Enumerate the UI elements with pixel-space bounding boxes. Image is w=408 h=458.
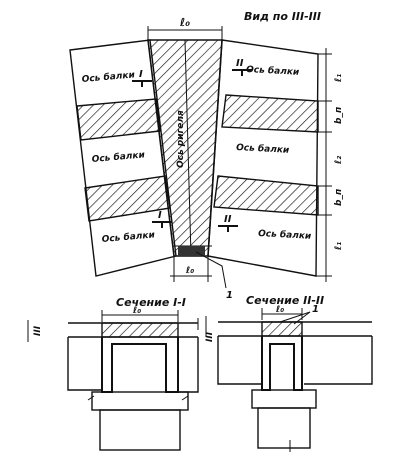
- section-2-right-beam: [304, 336, 373, 385]
- section-2-column-head: [261, 336, 303, 391]
- joint-centerline: [184, 39, 192, 257]
- leader-1-label: 1: [226, 290, 233, 301]
- section-2-column: [257, 407, 311, 449]
- section-2-corbel: [251, 389, 317, 409]
- section-1: Сечение I-I ℓ₀ III III: [27, 296, 215, 451]
- svg-text:II: II: [224, 214, 232, 225]
- section-1-mark-right: III: [205, 331, 215, 342]
- section-2-joint-fill: [261, 321, 303, 337]
- beam-axis-left-1: Ось балки: [81, 69, 136, 85]
- section-2-dimension: ℓ₀: [275, 305, 284, 315]
- leader-1-line: [195, 251, 227, 289]
- beam-axis-left-2: Ось балки: [91, 149, 146, 165]
- svg-text:I: I: [139, 69, 143, 80]
- bottom-dimension-label: ℓ₀: [185, 266, 194, 276]
- section-marker-right-top: II: [232, 58, 252, 76]
- section-marker-left-bottom: I: [152, 210, 172, 228]
- dim-bp-upper: b_п: [334, 107, 344, 124]
- svg-text:I: I: [158, 210, 162, 221]
- beam-axis-right-1: Ось балки: [246, 64, 300, 78]
- section-1-column: [99, 409, 181, 451]
- beam-axis-right-2: Ось балки: [236, 142, 290, 156]
- beam-axis-left-3: Ось балки: [101, 229, 156, 245]
- joint-bottom-fill: [178, 246, 205, 256]
- beam-axis-right-3: Ось балки: [258, 228, 312, 242]
- section-marker-right-bottom: II: [218, 214, 238, 232]
- section-2-title: Сечение II-II: [246, 294, 324, 307]
- svg-text:II: II: [236, 58, 244, 69]
- section-1-mark-left: III: [33, 325, 43, 336]
- view-title: Вид по III-III: [244, 10, 321, 23]
- section-1-right-beam: [178, 337, 199, 393]
- top-view: ℓ₀ Вид по III-III ℓ₁ b_п ℓ₂ b_п ℓ₁ Ось б…: [69, 10, 344, 301]
- section-2-leader: 1: [312, 304, 319, 315]
- left-rib-upper: [76, 98, 161, 141]
- section-1-title: Сечение I-I: [116, 296, 186, 309]
- section-1-joint-fill: [101, 322, 179, 338]
- dim-bp-lower: b_п: [334, 189, 344, 206]
- dim-l1-top: ℓ₁: [334, 74, 344, 83]
- dim-l1-bottom: ℓ₁: [334, 242, 344, 251]
- right-rib-upper: [221, 94, 319, 133]
- left-rib-lower: [84, 175, 171, 222]
- section-2: Сечение II-II ℓ₀ 1: [205, 294, 373, 452]
- section-1-corbel: [91, 391, 189, 411]
- top-dimension-label: ℓ₀: [179, 16, 190, 29]
- joint-axis-label: Ось ригеля: [176, 110, 186, 168]
- section-marker-left-top: I: [132, 69, 152, 87]
- section-1-left-beam: [67, 337, 102, 391]
- section-2-left-beam: [217, 336, 262, 385]
- section-1-dimension: ℓ₀: [132, 306, 141, 316]
- section-1-column-head: [101, 337, 179, 393]
- right-rib-lower: [213, 175, 319, 216]
- dim-l2: ℓ₂: [334, 156, 344, 165]
